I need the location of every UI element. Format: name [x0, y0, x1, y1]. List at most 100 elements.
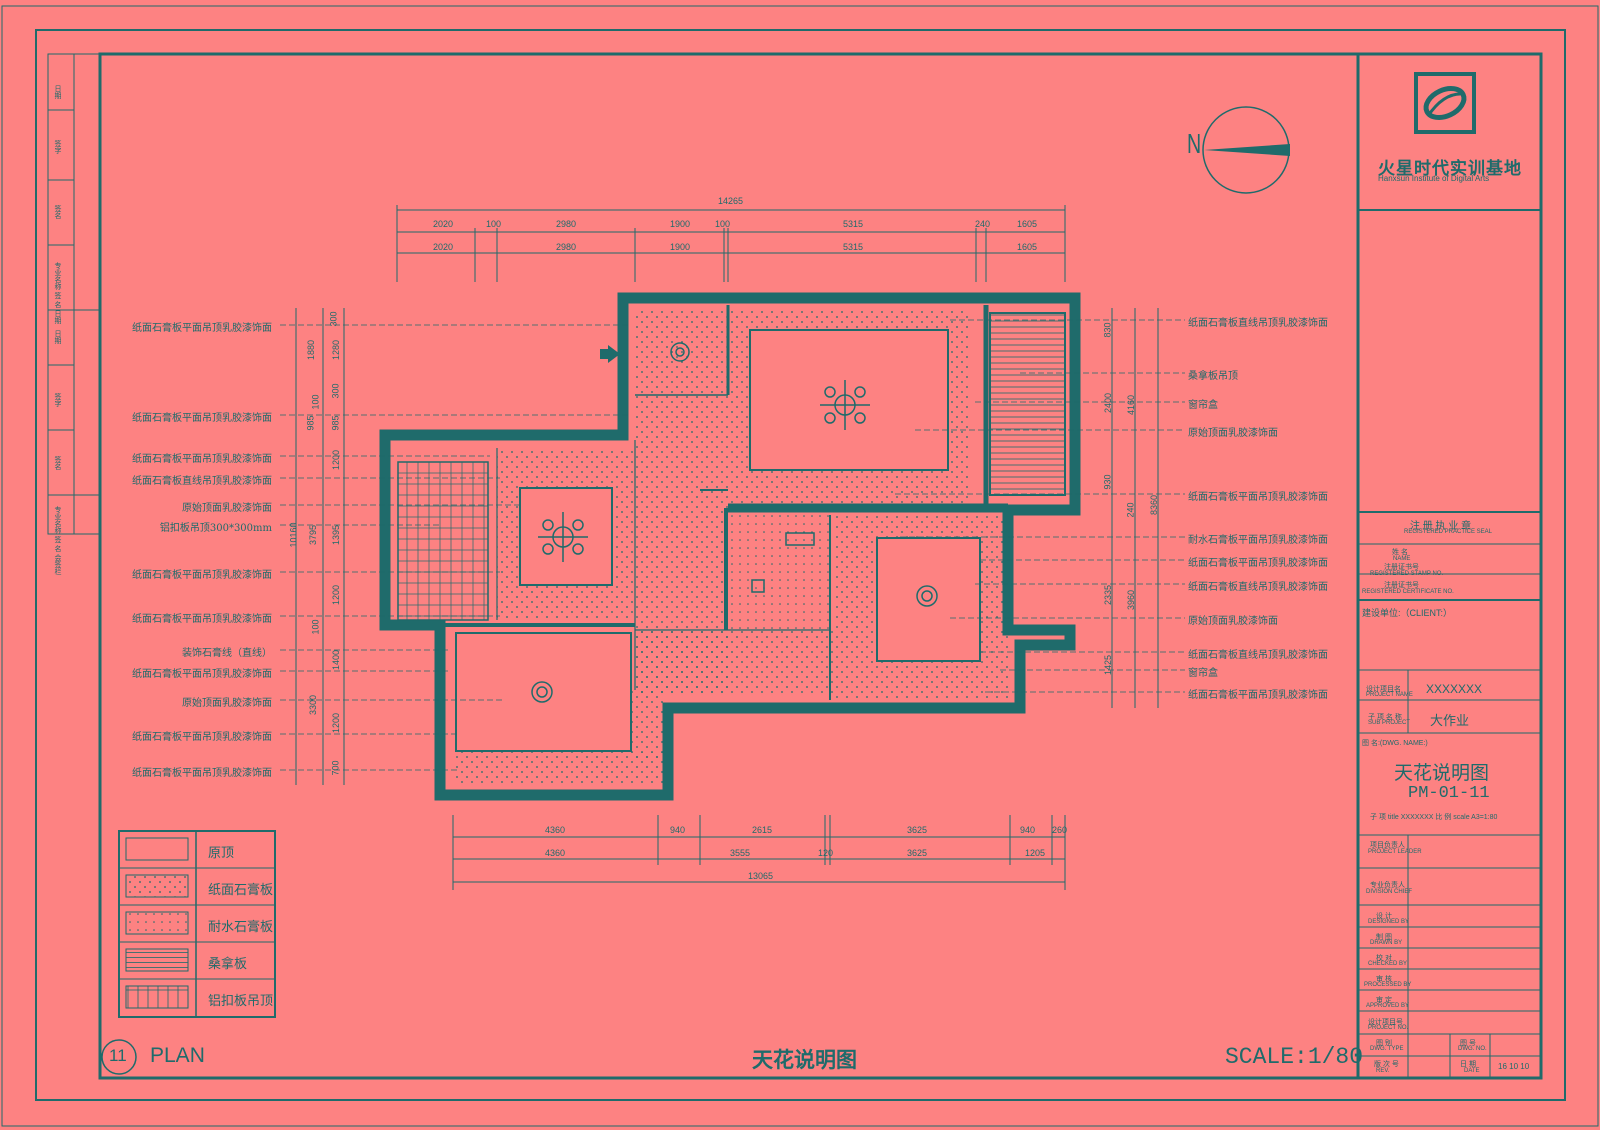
tb-approved-en: APPROVED BY	[1366, 1003, 1410, 1009]
dim-left-outer-4: 3300	[308, 694, 319, 716]
tb-sub-project-en: SUB PROJECT	[1368, 720, 1411, 726]
dim-right-inner-4: 2335	[1103, 584, 1114, 606]
dim-left-inner-2: 300	[330, 383, 341, 399]
tb-designed-cn: 设 计	[1376, 913, 1392, 920]
dim-left-inner-1: 1280	[331, 339, 342, 361]
tb-date-en: DATE	[1464, 1068, 1480, 1074]
left-label-8: 装饰石膏线（直线）	[182, 648, 272, 659]
dim-left-inner-8: 100	[310, 619, 321, 635]
left-label-9: 纸面石膏板平面吊顶乳胶漆饰面	[132, 669, 272, 680]
dim-left-inner-9: 1400	[331, 649, 342, 671]
tb-leader-en: PROJECT LEADER	[1368, 849, 1422, 855]
tb-date-cn: 日 期	[1460, 1061, 1476, 1068]
tb-project-no-cn: 设计项目号	[1368, 1019, 1403, 1026]
tb-sub-project-value: 大作业	[1430, 713, 1470, 728]
dim-top-r1-1: 100	[486, 219, 502, 229]
strip-text-1: 签字	[54, 140, 61, 154]
strip-text-5: 签字	[54, 393, 61, 407]
left-label-10: 原始顶面乳胶漆饰面	[182, 698, 272, 709]
dim-bottom-r1-3: 3625	[907, 825, 928, 835]
logo-name-cn: 火星时代实训基地	[1378, 159, 1522, 178]
dim-bottom-r1-4: 940	[1020, 825, 1036, 835]
tb-client: 建设单位:（CLIENT:）	[1362, 608, 1453, 618]
dim-top-r1-6: 240	[975, 219, 991, 229]
strip-text-3: 专业名称 签 名 日期	[54, 262, 61, 324]
dim-right-inner-1: 2400	[1103, 392, 1114, 414]
legend-box	[118, 830, 276, 1018]
tb-drawing-no: PM-01-11	[1408, 784, 1490, 803]
tb-project-name-value: XXXXXXX	[1426, 682, 1483, 696]
left-label-0: 纸面石膏板平面吊顶乳胶漆饰面	[132, 323, 272, 334]
right-label-6: 纸面石膏板平面吊顶乳胶漆饰面	[1188, 558, 1328, 569]
tb-checked-en: CHECKED BY	[1368, 961, 1408, 967]
tb-reg-no-cn: 注册证书号	[1384, 564, 1419, 571]
dim-top-r1-3: 1900	[670, 219, 691, 229]
strip-text-0: 日期	[54, 85, 61, 99]
dim-left-outer-1: 985	[305, 415, 316, 431]
tb-cert-no-cn: 注册证书号	[1384, 582, 1419, 589]
left-label-7: 纸面石膏板平面吊顶乳胶漆饰面	[132, 614, 272, 625]
tb-reg-no-en: REGISTERED STAMP NO.	[1370, 571, 1444, 577]
north-arrow-icon	[1202, 106, 1290, 194]
tb-chief-en: DIVISION CHIEF	[1366, 889, 1413, 895]
tb-project-no-en: PROJECT NO.	[1368, 1025, 1409, 1031]
right-label-10: 窗帘盒	[1188, 668, 1218, 679]
tb-leader-cn: 项目负责人	[1370, 842, 1405, 849]
plan-number-circle-icon	[101, 1039, 137, 1075]
dim-right-outer-1: 8360	[1149, 494, 1160, 516]
bottom-title: 天花说明图	[752, 1049, 857, 1072]
dim-top-r1-0: 2020	[433, 219, 454, 229]
tb-dwg-no-en: DWG. NO.	[1458, 1046, 1487, 1052]
right-label-2: 窗帘盒	[1188, 400, 1218, 411]
strip-text-2: 签名	[54, 205, 61, 219]
right-label-8: 原始顶面乳胶漆饰面	[1188, 616, 1278, 627]
dim-bottom-r2-1: 3555	[730, 848, 751, 858]
dim-top-total: 14265	[718, 196, 744, 206]
reg-stamp-cn: 注 册 执 业 章	[1410, 521, 1472, 532]
right-label-1: 桑拿板吊顶	[1188, 371, 1238, 382]
dim-top-r2-3: 5315	[843, 242, 864, 252]
left-label-5: 铝扣板吊顶300*300mm	[159, 523, 272, 534]
tb-project-name-cn: 设计项目名	[1366, 686, 1401, 693]
dim-bottom-r1-0: 4360	[545, 825, 566, 835]
tb-dwg-no-cn: 图 号	[1460, 1040, 1476, 1047]
dim-bottom-r2-2: 120	[818, 848, 834, 858]
left-label-2: 纸面石膏板平面吊顶乳胶漆饰面	[132, 454, 272, 465]
dim-bottom-r1-1: 940	[670, 825, 686, 835]
scale-label: SCALE:1/80	[1225, 1044, 1364, 1070]
legend-label-0: 原顶	[208, 845, 235, 860]
dim-top-r2-0: 2020	[433, 242, 454, 252]
company-logo-icon	[1414, 72, 1476, 134]
logo-name-en: Hanxsun Institute of Digital Arts	[1378, 174, 1490, 183]
plan-number: 11	[109, 1046, 127, 1065]
right-label-0: 纸面石膏板直线吊顶乳胶漆饰面	[1188, 318, 1328, 329]
dim-left-outer-2: 10160	[288, 522, 299, 548]
left-label-4: 原始顶面乳胶漆饰面	[182, 503, 272, 514]
dim-right-inner-2: 930	[1102, 474, 1113, 490]
left-label-1: 纸面石膏板平面吊顶乳胶漆饰面	[132, 413, 272, 424]
dim-bottom-r2-4: 1205	[1025, 848, 1046, 858]
dim-right-outer-0: 4160	[1126, 394, 1137, 416]
dim-top-r1-4: 100	[715, 219, 731, 229]
tb-dwg-type-en: DWG. TYPE	[1370, 1046, 1404, 1052]
legend-label-3: 桑拿板	[208, 956, 248, 971]
left-label-12: 纸面石膏板平面吊顶乳胶漆饰面	[132, 768, 272, 779]
tb-name-cn: 姓 名	[1392, 549, 1408, 556]
tb-processed-cn: 审 核	[1376, 976, 1392, 983]
tb-dwg-type-cn: 图 别	[1376, 1040, 1392, 1047]
dim-top-r2-4: 1605	[1017, 242, 1038, 252]
dim-left-outer-0: 1880	[306, 339, 317, 361]
right-label-5: 耐水石膏板平面吊顶乳胶漆饰面	[1188, 535, 1328, 546]
dim-right-inner-5: 1425	[1103, 654, 1114, 676]
right-label-4: 纸面石膏板平面吊顶乳胶漆饰面	[1188, 492, 1328, 503]
dim-top-r1-2: 2980	[556, 219, 577, 229]
dim-left-outer-3: 3795	[308, 524, 319, 546]
tb-processed-en: PROCESSED BY	[1364, 982, 1412, 988]
dim-bottom-r1-5: 260	[1052, 825, 1068, 835]
right-label-9: 纸面石膏板直线吊顶乳胶漆饰面	[1188, 650, 1328, 661]
tb-drawing-name-label: 图 名:(DWG. NAME:)	[1362, 740, 1428, 747]
dim-left-inner-11: 700	[330, 760, 341, 776]
right-label-11: 纸面石膏板平面吊顶乳胶漆饰面	[1188, 690, 1328, 701]
legend-label-2: 耐水石膏板	[208, 919, 274, 934]
